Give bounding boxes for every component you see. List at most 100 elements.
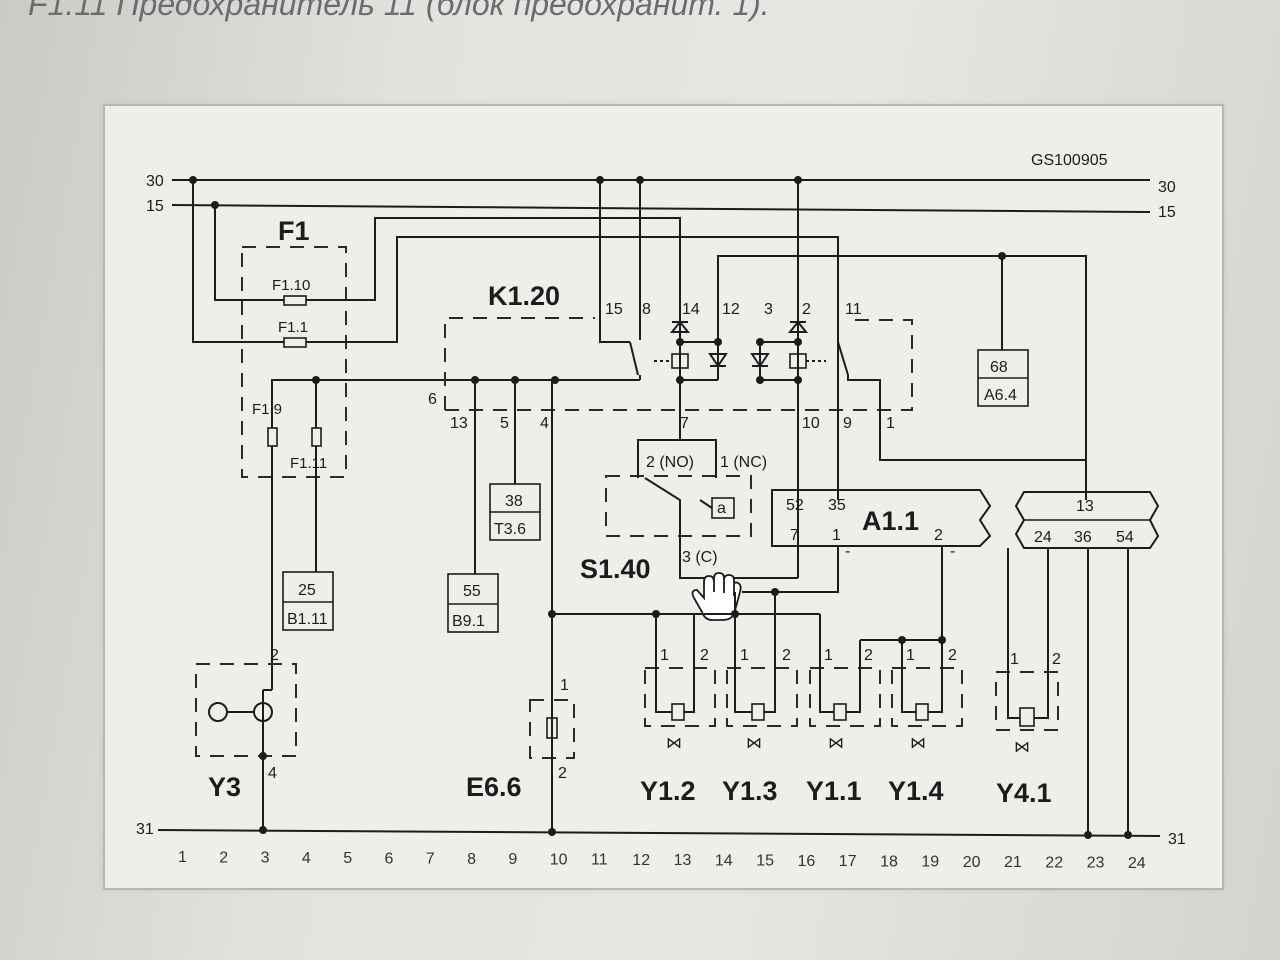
y4-1-pin-2: 2 <box>1052 651 1061 668</box>
a1-1-pin-7: 7 <box>790 527 799 544</box>
grid-number: 1 <box>178 849 187 866</box>
ref-box-b1-11: 25 B1.11 <box>282 571 334 631</box>
ref-38-ref: T3.6 <box>494 521 526 538</box>
k1-20-pin-11: 11 <box>845 301 862 318</box>
y1-3-pin-1: 1 <box>740 647 749 664</box>
y1-1-valve-icon: ⋈ <box>828 735 844 752</box>
e6-6-label: E6.6 <box>466 772 522 802</box>
s1-40-c-label: 3 (C) <box>682 549 718 566</box>
a1-1-pin-52: 52 <box>786 497 804 514</box>
y1-2-label: Y1.2 <box>640 776 696 806</box>
s1-40-label: S1.40 <box>580 554 651 584</box>
y1-2-pin-2: 2 <box>700 647 709 664</box>
ref-box-b9-1: 55 B9.1 <box>447 380 499 633</box>
k1-20-pin-13: 13 <box>450 415 468 432</box>
a1-1-pin-2: 2 <box>934 527 943 544</box>
grid-number: 6 <box>385 850 394 867</box>
bus-lines: 30 15 30 15 31 31 GS100905 <box>136 152 1186 848</box>
grid-number: 2 <box>219 849 228 866</box>
ref-box-a6-4: 68 A6.4 <box>977 256 1029 407</box>
bus-15-left-label: 15 <box>146 198 164 215</box>
y3-pin-2: 2 <box>270 647 279 664</box>
connector-pin-24: 24 <box>1034 529 1052 546</box>
y1-4-valve-icon: ⋈ <box>910 735 926 752</box>
valve-y1-4: 1 2 ⋈ Y1.4 <box>888 636 963 806</box>
switch-s1-40: 2 (NO) 1 (NC) 3 (C) a S1.40 <box>580 439 798 621</box>
grid-number: 23 <box>1087 855 1105 872</box>
grid-number: 4 <box>302 850 311 867</box>
y1-2-pin-1: 1 <box>660 647 669 664</box>
k1-20-label: K1.20 <box>488 281 560 311</box>
y1-2-valve-icon: ⋈ <box>666 735 682 752</box>
k1-20-pin-5: 5 <box>500 415 509 432</box>
k1-20-pin-14: 14 <box>682 301 700 318</box>
k1-20-pin-6: 6 <box>428 391 437 408</box>
f1-label: F1 <box>278 216 310 246</box>
a1-1-minus-1: - <box>845 543 850 560</box>
a1-1-minus-2: - <box>950 543 955 560</box>
y3-label: Y3 <box>208 772 241 802</box>
s1-40-nc-label: 1 (NC) <box>720 454 767 471</box>
a1-1-pin-35: 35 <box>828 497 846 514</box>
k1-20-pin-3: 3 <box>764 301 773 318</box>
e6-6-pin-2: 2 <box>558 765 567 782</box>
grid-number: 22 <box>1045 854 1063 871</box>
grid-number: 15 <box>756 853 774 870</box>
y4-1-pin-1: 1 <box>1010 651 1019 668</box>
ref-68-ref: A6.4 <box>984 387 1017 404</box>
y3-pin-4: 4 <box>268 765 277 782</box>
relay-k1-20: K1.20 15 8 14 12 3 2 11 6 13 5 4 7 10 9 … <box>428 176 1087 578</box>
grid-number: 7 <box>426 851 435 868</box>
ref-box-t3-6: 38 T3.6 <box>489 380 541 541</box>
grid-number: 18 <box>880 853 898 870</box>
connector-pin-54: 54 <box>1116 529 1134 546</box>
y4-1-valve-icon: ⋈ <box>1014 739 1030 756</box>
grid-number: 8 <box>467 851 476 868</box>
fuse-block-f1: F1 F1.10 F1.1 F1.9 F1.11 <box>189 176 839 690</box>
bus-31-right-label: 31 <box>1168 831 1186 848</box>
ref-25-ref: B1.11 <box>287 611 328 628</box>
y1-4-pin-1: 1 <box>906 647 915 664</box>
k1-20-pin-9: 9 <box>843 415 852 432</box>
module-a1-1: 52 35 7 1 2 - - A1.1 <box>742 489 992 640</box>
y1-4-pin-2: 2 <box>948 647 957 664</box>
hand-cursor-icon <box>691 572 742 621</box>
ref-68-num: 68 <box>990 359 1008 376</box>
connector-pin-36: 36 <box>1074 529 1092 546</box>
grid-number: 16 <box>798 853 816 870</box>
k1-20-pin-7: 7 <box>680 415 689 432</box>
bus-30-left-label: 30 <box>146 173 164 190</box>
grid-number: 5 <box>343 850 352 867</box>
component-e6-6: 1 2 E6.6 <box>466 380 575 836</box>
grid-number: 3 <box>261 850 270 867</box>
connector-pin-13: 13 <box>1076 498 1094 515</box>
y1-1-pin-2: 2 <box>864 647 873 664</box>
ref-55-ref: B9.1 <box>452 613 485 630</box>
valve-y4-1: 1 2 ⋈ Y4.1 <box>995 548 1061 808</box>
s1-40-a-label: a <box>717 500 726 517</box>
grid-number: 12 <box>632 852 650 869</box>
k1-20-pin-12: 12 <box>722 301 740 318</box>
valve-y1-1: 1 2 ⋈ Y1.1 <box>806 614 881 806</box>
caption-text: F1.11 Предохранитель 11 (блок предохрани… <box>28 0 770 22</box>
valve-y1-2: 1 2 ⋈ Y1.2 <box>640 614 716 806</box>
f1-11-label: F1.11 <box>290 455 327 472</box>
bus-31-left-label: 31 <box>136 821 154 838</box>
valve-feed-lines <box>552 588 946 644</box>
f1-1-label: F1.1 <box>278 319 308 336</box>
connector-block: 13 24 36 54 <box>1014 491 1160 839</box>
ref-38-num: 38 <box>505 493 523 510</box>
y1-3-valve-icon: ⋈ <box>746 735 762 752</box>
diagram-id: GS100905 <box>1031 152 1108 169</box>
ref-25-num: 25 <box>298 582 316 599</box>
bus-30-right-label: 30 <box>1158 179 1176 196</box>
component-y3: 2 4 Y3 <box>195 647 297 834</box>
k1-20-pin-2: 2 <box>802 301 811 318</box>
y1-3-label: Y1.3 <box>722 776 778 806</box>
y1-4-label: Y1.4 <box>888 776 944 806</box>
diagram-sheet <box>103 104 1224 890</box>
grid-number: 17 <box>839 853 857 870</box>
